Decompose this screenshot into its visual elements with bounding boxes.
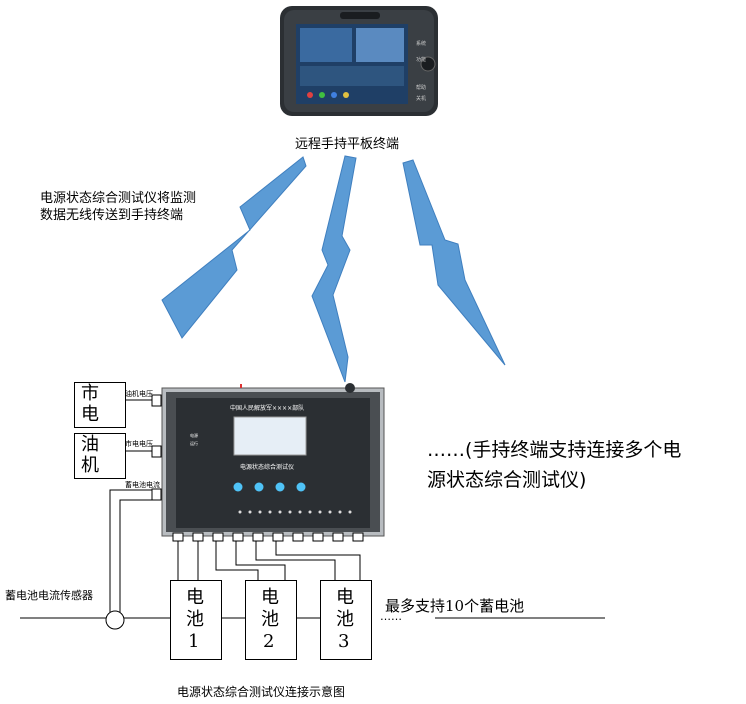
- battery-1-char-1: 电: [186, 587, 204, 608]
- current-sensor: [105, 610, 125, 630]
- tablet-side-key-1: 系统: [416, 41, 427, 47]
- tablet-side-key-3: 帮助: [416, 85, 427, 91]
- bottom-terminal: [172, 532, 184, 542]
- wireless-note-line-1: 电源状态综合测试仪将监测: [40, 191, 197, 206]
- tablet-side-key-2: 功能: [416, 57, 427, 63]
- status-led: [258, 510, 262, 514]
- instrument-bottom-terminals: [172, 532, 364, 542]
- mains-char-2: 电: [81, 404, 99, 425]
- status-led: [308, 510, 312, 514]
- bottom-terminal: [192, 532, 204, 542]
- instrument-device: [161, 383, 385, 537]
- status-led: [298, 510, 302, 514]
- battery-3-char-2: 池: [336, 609, 354, 630]
- multi-device-note-line-2: 源状态综合测试仪): [427, 469, 587, 491]
- generator-terminal-label: 市电电压: [125, 440, 153, 448]
- battery-ellipsis: ……: [380, 610, 402, 623]
- generator-char-1: 油: [81, 434, 99, 455]
- instrument-title: 电源状态综合测试仪: [240, 464, 295, 471]
- multi-device-note-line-1: ……(手持终端支持连接多个电: [427, 439, 682, 461]
- status-led: [288, 510, 292, 514]
- instrument-status-leds: [238, 510, 352, 514]
- battery-2-num: 2: [263, 631, 275, 652]
- status-led: [338, 510, 342, 514]
- status-led: [268, 510, 272, 514]
- generator-box: 油 机: [74, 433, 126, 479]
- bottom-terminal: [312, 532, 324, 542]
- status-led: [328, 510, 332, 514]
- instrument-side-label-1: 电源: [190, 433, 198, 438]
- battery-3-char-1: 电: [336, 587, 354, 608]
- signal-bolt-middle: [311, 155, 357, 383]
- battery-3-num: 3: [338, 631, 350, 652]
- status-led: [238, 510, 242, 514]
- battery-1-num: 1: [188, 631, 200, 652]
- bottom-terminal: [252, 532, 264, 542]
- diagram-caption: 电源状态综合测试仪连接示意图: [177, 685, 346, 699]
- max-batteries-note: 最多支持10个蓄电池: [385, 597, 525, 615]
- signal-bolt-right: [402, 159, 506, 366]
- bottom-terminal: [352, 532, 364, 542]
- instrument-header: 中国人民解放军××××部队: [230, 405, 305, 412]
- generator-char-2: 机: [81, 455, 99, 476]
- bottom-terminal: [332, 532, 344, 542]
- battery-1-char-2: 池: [186, 609, 204, 630]
- mains-box: 市 电: [74, 382, 126, 428]
- bottom-terminal: [212, 532, 224, 542]
- instrument-side-label-2: 运行: [190, 441, 198, 446]
- battery-2-char-1: 电: [261, 587, 279, 608]
- bottom-terminal: [232, 532, 244, 542]
- wireless-signal: [161, 155, 506, 383]
- input-terminals: [151, 394, 162, 501]
- status-led: [348, 510, 352, 514]
- battery-current-label: 蓄电池电流: [125, 481, 160, 489]
- battery-2: 电 池 2: [245, 580, 297, 660]
- battery-3: 电 池 3: [320, 580, 372, 660]
- battery-2-char-2: 池: [261, 609, 279, 630]
- tablet-label: 远程手持平板终端: [295, 137, 400, 152]
- status-led: [318, 510, 322, 514]
- mains-char-1: 市: [81, 383, 99, 404]
- bottom-terminal: [292, 532, 304, 542]
- battery-1: 电 池 1: [170, 580, 222, 660]
- tablet-device: [280, 6, 438, 116]
- signal-bolt-left: [161, 156, 307, 339]
- sensor-label: 蓄电池电流传感器: [5, 589, 93, 602]
- tablet-side-key-4: 关机: [416, 96, 427, 102]
- wireless-note-line-2: 数据无线传送到手持终端: [40, 208, 184, 223]
- status-led: [248, 510, 252, 514]
- bottom-terminal: [272, 532, 284, 542]
- status-led: [278, 510, 282, 514]
- mains-terminal-label: 油机电压: [125, 390, 153, 398]
